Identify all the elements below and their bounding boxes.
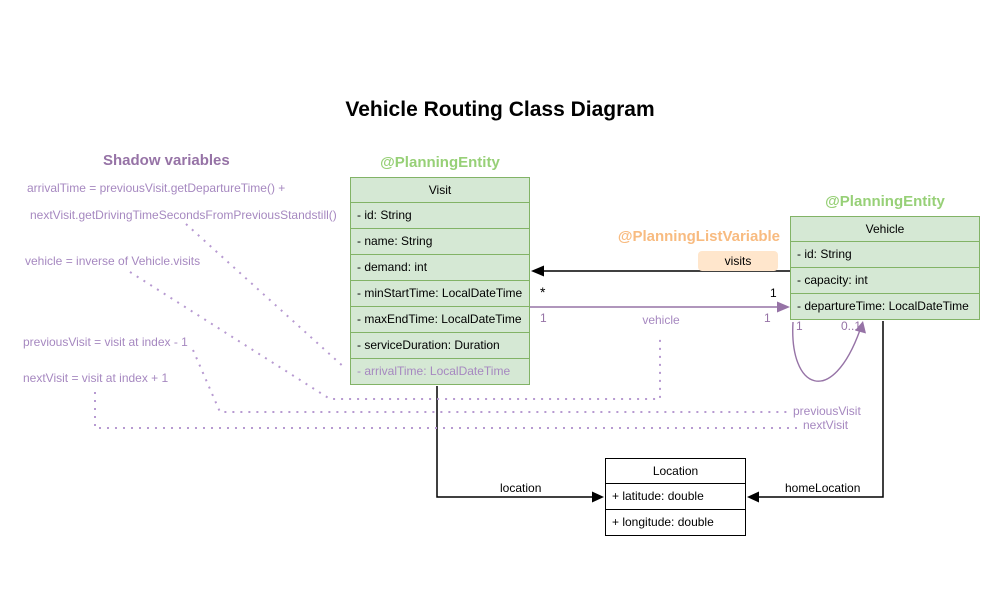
home-location-arrowhead-icon (747, 491, 759, 503)
vehicle-class-name: Vehicle (790, 216, 980, 242)
vehicle-attribute-capacity: - capacity: int (790, 268, 980, 294)
vehicle-association-label: vehicle (642, 313, 680, 327)
visit-attribute-arrival-time: - arrivalTime: LocalDateTime (350, 359, 530, 385)
visit-attribute-service-duration: - serviceDuration: Duration (350, 333, 530, 359)
visit-attribute-min-start-time: - minStartTime: LocalDateTime (350, 281, 530, 307)
location-association-label: location (500, 481, 542, 495)
shadow-formula-previous-visit: previousVisit = visit at index - 1 (23, 335, 188, 349)
vehicle-multiplicity-vehicle-end: 1 (764, 311, 771, 325)
shadow-formula-next-visit: nextVisit = visit at index + 1 (23, 371, 169, 385)
shadow-formula-arrival-time-2: nextVisit.getDrivingTimeSecondsFromPrevi… (30, 208, 337, 222)
vehicle-attribute-id: - id: String (790, 242, 980, 268)
shadow-variables-heading: Shadow variables (103, 152, 230, 169)
planning-list-variable-annotation: @PlanningListVariable (617, 228, 780, 245)
self-loop-arrowhead-icon (855, 321, 866, 334)
vehicle-dotted-connector (129, 271, 661, 400)
visit-attribute-max-end-time: - maxEndTime: LocalDateTime (350, 307, 530, 333)
visit-attribute-id: - id: String (350, 203, 530, 229)
next-visit-dotted-connector (94, 392, 797, 429)
arrival-time-dotted-connector (185, 223, 347, 370)
self-loop-multiplicity-source: 1 (796, 319, 803, 333)
visits-label-badge: visits (698, 251, 778, 271)
vehicle-planning-entity-annotation: @PlanningEntity (825, 193, 945, 210)
location-class: Location + latitude: double + longitude:… (605, 458, 746, 536)
location-arrowhead-icon (592, 491, 604, 503)
visit-attribute-demand: - demand: int (350, 255, 530, 281)
visits-arrowhead-icon (531, 265, 544, 277)
visit-planning-entity-annotation: @PlanningEntity (380, 154, 500, 171)
previous-visit-label: previousVisit (793, 404, 861, 418)
shadow-formula-vehicle: vehicle = inverse of Vehicle.visits (25, 254, 201, 268)
next-visit-label: nextVisit (803, 418, 849, 432)
home-location-association-label: homeLocation (785, 481, 861, 495)
shadow-formula-arrival-time-1: arrivalTime = previousVisit.getDeparture… (27, 181, 286, 195)
visit-attribute-name: - name: String (350, 229, 530, 255)
visit-class-name: Visit (350, 177, 530, 203)
vehicle-arrowhead-icon (777, 301, 790, 313)
vehicle-multiplicity-visit-end: 1 (540, 311, 547, 325)
location-attribute-longitude: + longitude: double (605, 510, 746, 536)
location-association-line (436, 386, 593, 498)
visits-multiplicity-vehicle-end: 1 (770, 286, 777, 300)
location-attribute-latitude: + latitude: double (605, 484, 746, 510)
vehicle-attribute-departure-time: - departureTime: LocalDateTime (790, 294, 980, 320)
self-loop-multiplicity-target: 0..1 (841, 319, 862, 333)
location-class-name: Location (605, 458, 746, 484)
visit-class: Visit - id: String - name: String - dema… (350, 177, 530, 385)
diagram-title: Vehicle Routing Class Diagram (345, 98, 655, 121)
vehicle-class: Vehicle - id: String - capacity: int - d… (790, 216, 980, 320)
visits-multiplicity-visit-end: * (540, 284, 546, 300)
home-location-association-line (758, 321, 884, 498)
self-loop-arc (792, 321, 861, 382)
